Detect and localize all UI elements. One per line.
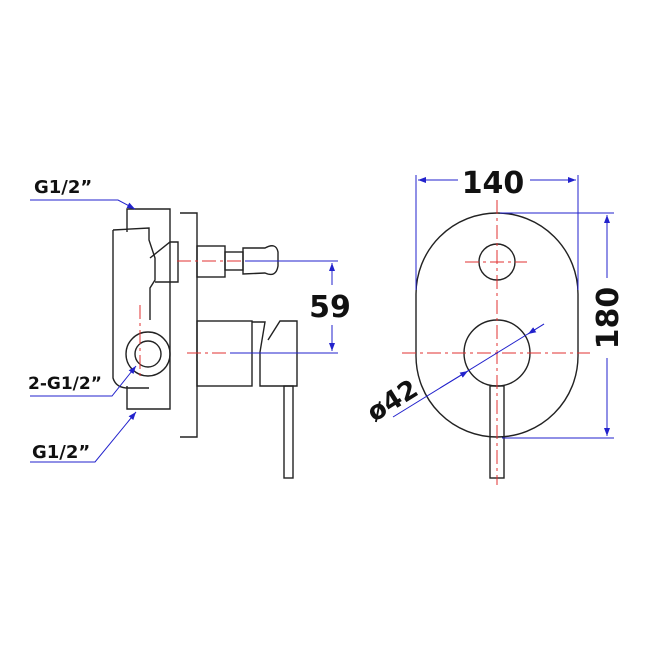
- outlets-label: 2-G1/2”: [28, 374, 102, 394]
- bottom-inlet-label: G1/2”: [32, 442, 90, 463]
- leader-bottom-inlet: [30, 411, 137, 463]
- dim-42-line: [392, 323, 545, 418]
- handle-hub: [252, 320, 298, 387]
- dim-42-label: ø42: [362, 374, 424, 428]
- dim-42-arrow-upper: [527, 323, 545, 335]
- dim-180-label: 180: [591, 287, 626, 350]
- lever: [283, 385, 294, 479]
- leader-outlets: [30, 365, 137, 397]
- dim-59-label: 59: [309, 290, 351, 325]
- front-view: 140 180 ø42: [362, 166, 626, 485]
- inner-casting: [112, 227, 156, 389]
- cartridge-upper: [149, 241, 179, 283]
- outlet-port-inner: [134, 340, 162, 368]
- cover-plate: [180, 212, 198, 438]
- dim-140-label: 140: [462, 166, 525, 201]
- outlet-port: [125, 331, 171, 377]
- dim-42-arrow-lower: [439, 370, 469, 389]
- valve-body: [126, 208, 171, 410]
- diverter-knob: [242, 245, 279, 276]
- leader-top-inlet: [30, 199, 136, 210]
- side-view: 59 G1/2” 2-G1/2” G1/2”: [28, 177, 351, 479]
- top-inlet-label: G1/2”: [34, 177, 92, 198]
